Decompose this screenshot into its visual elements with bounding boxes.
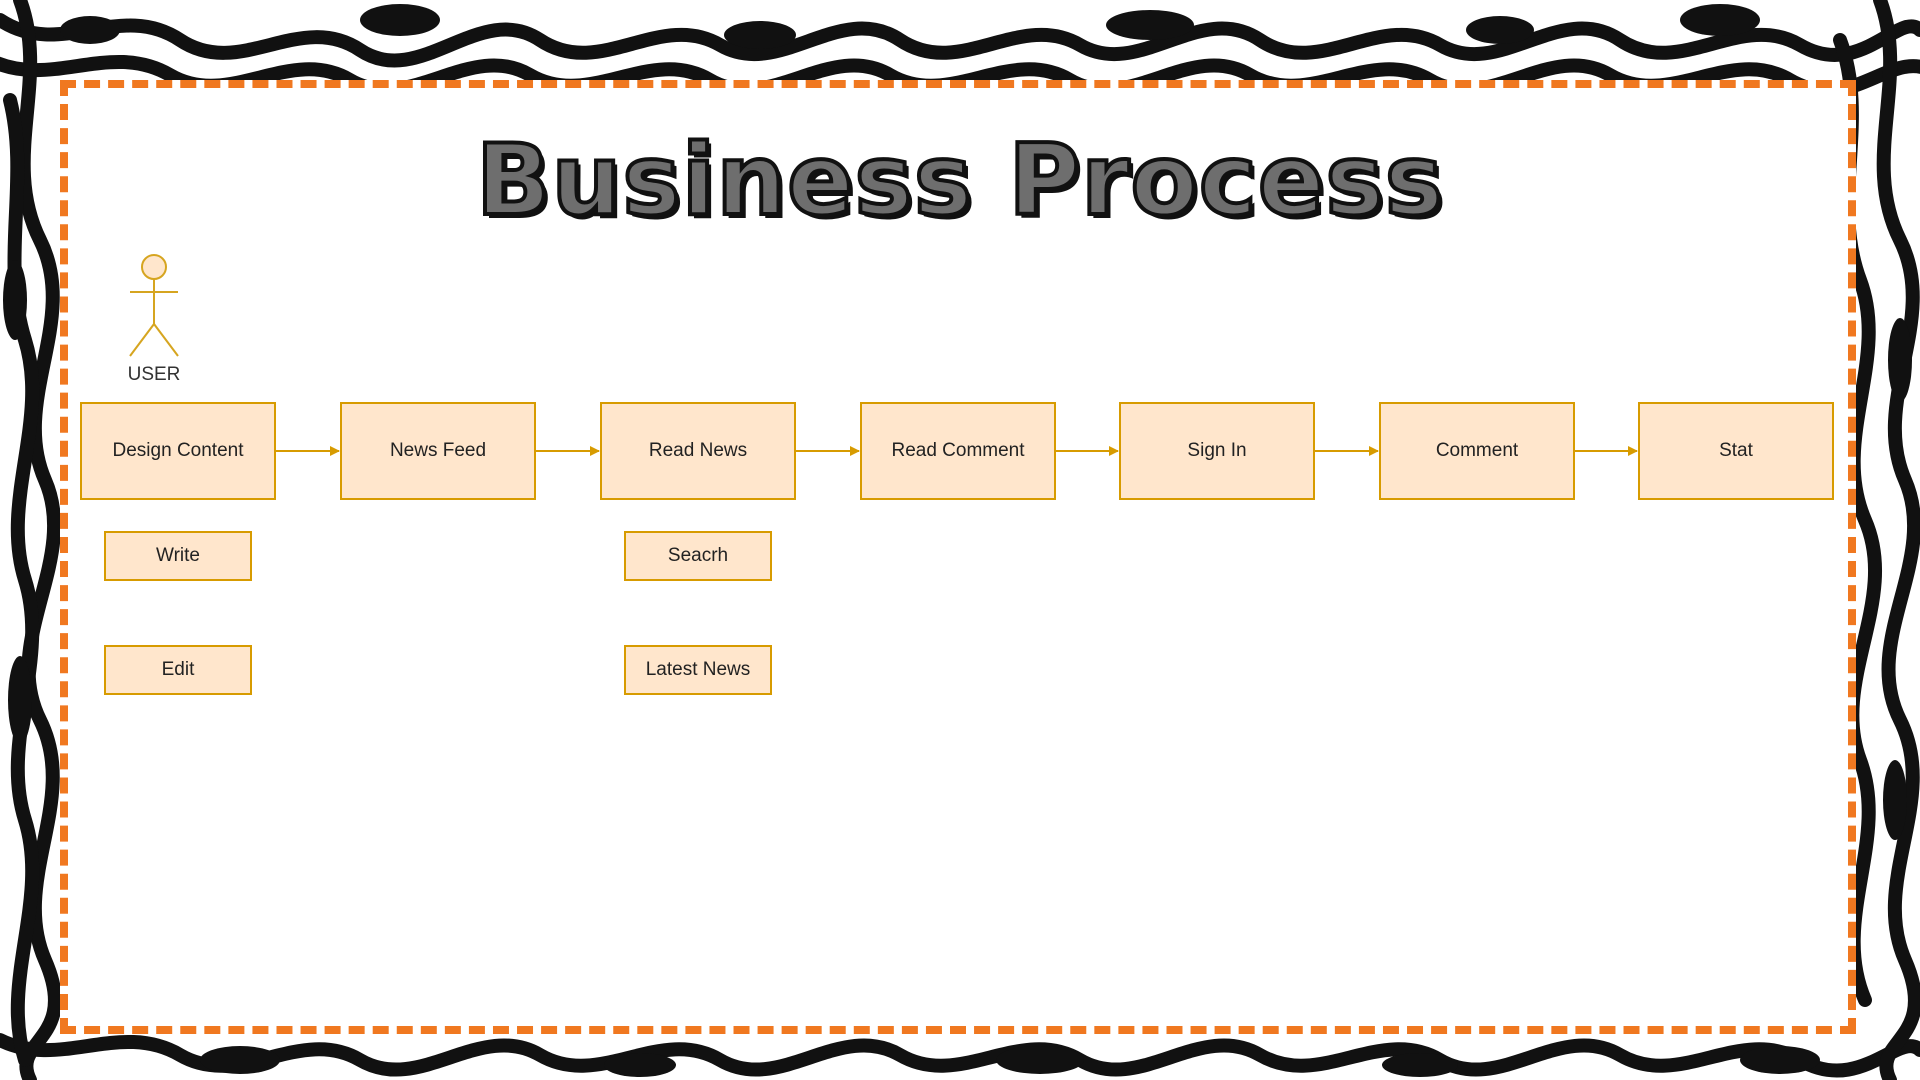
subtask-latest-news: Latest News bbox=[624, 645, 772, 695]
step-read-comment: Read Comment bbox=[860, 402, 1056, 500]
step-stat: Stat bbox=[1638, 402, 1834, 500]
step-design-content: Design Content bbox=[80, 402, 276, 500]
diagram-title: Business Process bbox=[474, 122, 1445, 240]
actor-label: USER bbox=[127, 364, 181, 385]
user-actor-icon bbox=[129, 254, 179, 357]
step-read-news: Read News bbox=[600, 402, 796, 500]
step-sign-in: Sign In bbox=[1119, 402, 1315, 500]
subtask-edit: Edit bbox=[104, 645, 252, 695]
subtask-search: Seacrh bbox=[624, 531, 772, 581]
diagram-panel bbox=[60, 80, 1856, 1034]
step-news-feed: News Feed bbox=[340, 402, 536, 500]
step-comment: Comment bbox=[1379, 402, 1575, 500]
subtask-write: Write bbox=[104, 531, 252, 581]
